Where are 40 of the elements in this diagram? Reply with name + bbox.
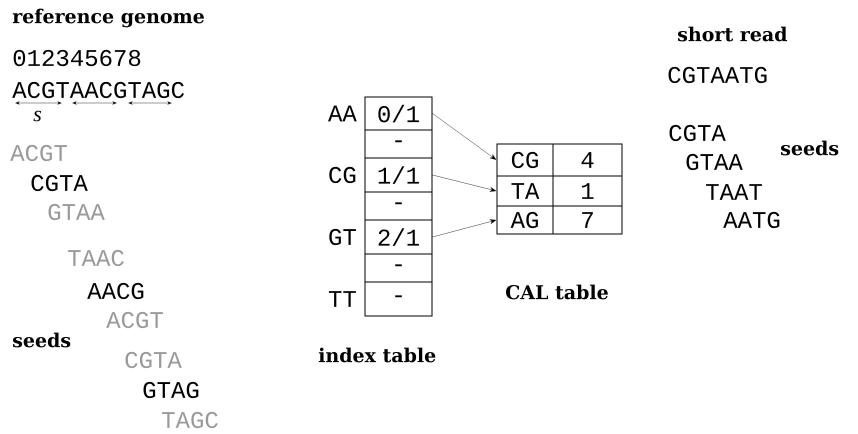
- sequence-text: CGTA: [670, 124, 726, 142]
- dimension-label: s: [33, 110, 42, 122]
- arrow: [432, 219, 496, 238]
- sequence-text: AATG: [723, 212, 780, 228]
- table-row: AG 7: [496, 206, 622, 234]
- table-row: CG 4: [496, 144, 622, 176]
- table-cell: 1/1: [364, 158, 432, 192]
- heading: short read: [678, 26, 788, 42]
- sequence-text: CGTAATG: [668, 66, 767, 84]
- sequence-text: 012345678: [14, 50, 140, 66]
- arrow: [432, 113, 496, 160]
- sequence-text: GTAG: [144, 382, 198, 398]
- heading: index table: [318, 348, 436, 362]
- table-row: TA 1: [496, 176, 622, 206]
- table-cell: 2/1: [364, 220, 432, 254]
- heading: seeds: [13, 332, 70, 348]
- table-cell: -: [364, 254, 432, 282]
- sequence-text: TAGC: [162, 412, 218, 428]
- sequence-text: ACGT: [106, 312, 163, 328]
- sequence-text: CGTA: [32, 174, 88, 192]
- row-label: GT: [329, 228, 356, 246]
- sequence-text: GTAA: [48, 204, 105, 220]
- row-label: TT: [328, 291, 356, 307]
- table-cell: -: [364, 130, 432, 158]
- sequence-text: CGTA: [126, 352, 182, 368]
- table-cell: -: [364, 282, 432, 316]
- table-cell: -: [364, 192, 432, 220]
- sequence-text: AACG: [87, 282, 144, 300]
- sequence-text: TAAT: [706, 184, 762, 200]
- sequence-text: TAAC: [68, 250, 124, 266]
- arrow: [432, 174, 496, 192]
- table-cell: 0/1: [364, 96, 432, 130]
- row-label: AA: [328, 106, 357, 122]
- heading: seeds: [781, 140, 838, 156]
- sequence-text: ACGT: [10, 144, 67, 162]
- sequence-text: GTAA: [686, 154, 743, 170]
- sequence-text: ACGTAACGTAGC: [12, 82, 184, 98]
- heading: CAL table: [506, 284, 608, 300]
- row-label: CG: [329, 166, 356, 184]
- heading: reference genome: [12, 8, 204, 28]
